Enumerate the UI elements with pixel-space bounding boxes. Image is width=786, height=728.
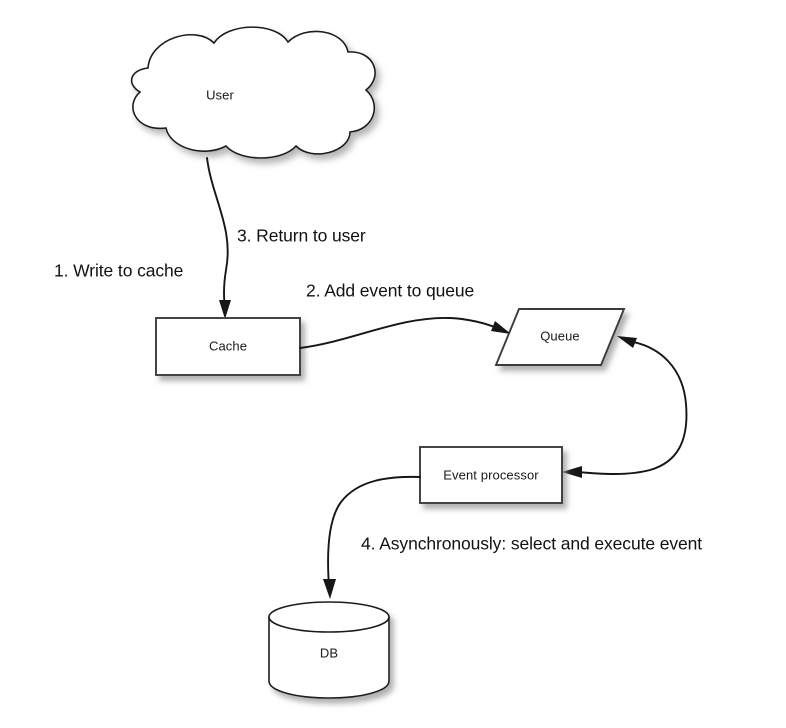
- node-user[interactable]: User: [130, 26, 376, 159]
- node-event-processor-label: Event processor: [443, 467, 539, 482]
- edge-processor-to-db[interactable]: [323, 475, 421, 599]
- db-body: [268, 616, 390, 699]
- edge-processor-to-queue[interactable]: [562, 336, 688, 478]
- step-label-1: 1. Write to cache: [54, 261, 183, 281]
- cache-shape: [155, 317, 301, 376]
- node-cache[interactable]: Cache: [155, 317, 301, 376]
- edge-cache-to-queue-arrowhead: [491, 321, 511, 334]
- edge-cache-to-queue[interactable]: [299, 317, 511, 349]
- node-event-processor[interactable]: Event processor: [419, 446, 563, 504]
- queue-shape: [494, 308, 626, 366]
- edge-user-to-cache-line: [206, 157, 229, 310]
- edge-processor-to-queue-line: [577, 340, 688, 475]
- edge-user-to-cache[interactable]: [206, 157, 231, 319]
- db-top-ellipse: [268, 601, 390, 633]
- node-db-label: DB: [320, 645, 338, 660]
- step-label-4: 4. Asynchronously: select and execute ev…: [361, 534, 702, 554]
- node-cache-label: Cache: [209, 338, 247, 353]
- step-label-3: 3. Return to user: [237, 226, 366, 246]
- edge-processor-to-queue-arrowhead-at-processor: [562, 466, 582, 478]
- step-label-2: 2. Add event to queue: [306, 281, 474, 301]
- edge-cache-to-queue-line: [299, 317, 501, 349]
- cloud-shape: [130, 26, 376, 159]
- edge-processor-to-db-line: [327, 475, 421, 587]
- edge-processor-to-db-arrowhead: [323, 579, 336, 599]
- node-user-label: User: [206, 87, 234, 102]
- edge-processor-to-queue-arrowhead-at-queue: [617, 336, 637, 348]
- node-db[interactable]: DB: [268, 601, 390, 699]
- node-queue-label: Queue: [540, 328, 580, 343]
- edge-user-to-cache-arrowhead: [219, 300, 231, 319]
- node-queue[interactable]: Queue: [494, 308, 626, 366]
- event-processor-shape: [419, 446, 563, 504]
